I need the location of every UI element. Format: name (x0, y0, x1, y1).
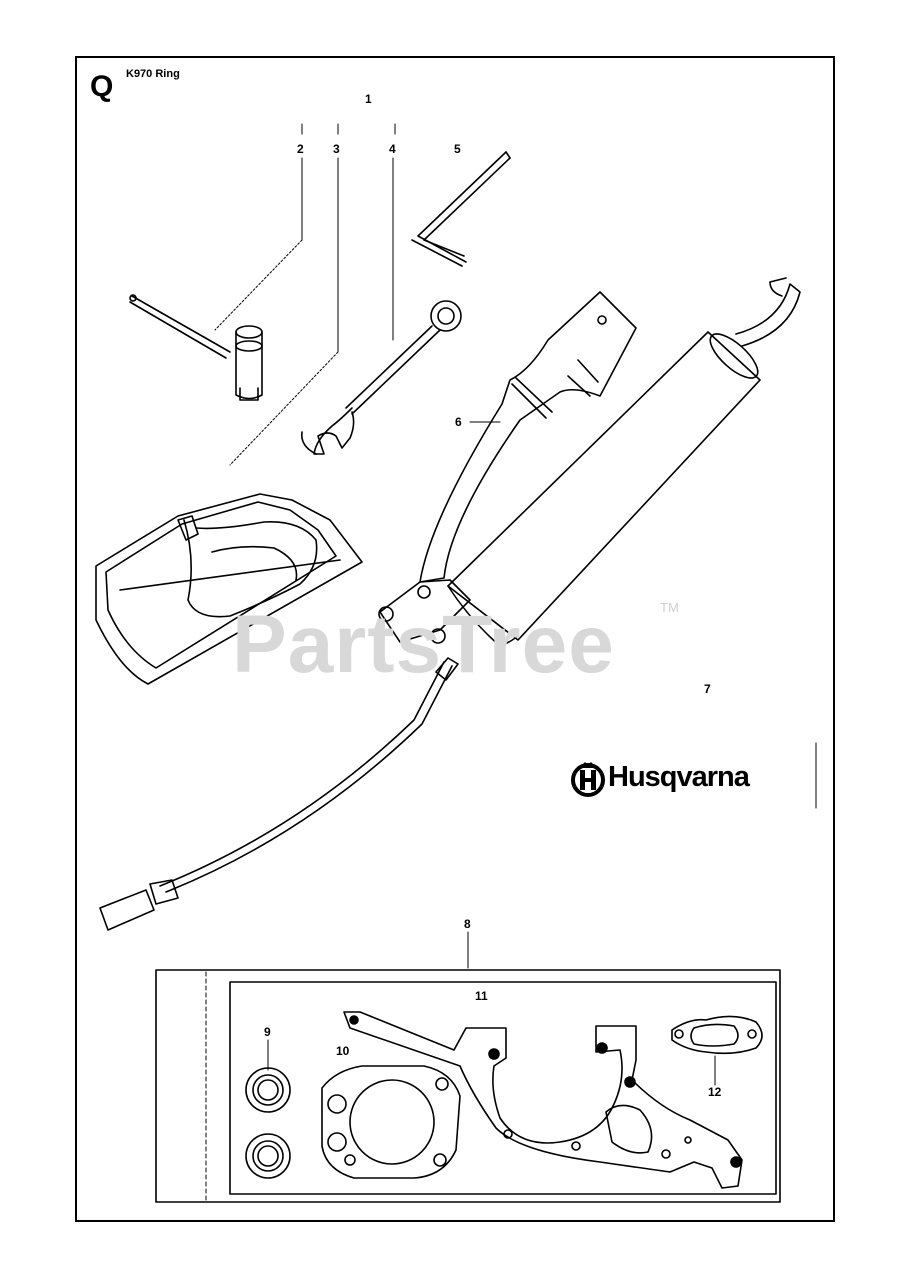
gasket-kit-box (155, 969, 781, 1203)
callout-5: 5 (454, 142, 461, 156)
husqvarna-crown-h-icon (571, 762, 605, 797)
callout-12: 12 (708, 1085, 722, 1099)
callout-2: 2 (297, 142, 304, 156)
crankcase-gasket (343, 1011, 743, 1189)
shaft-seals (245, 1067, 291, 1179)
brand-name: Husqvarna (608, 761, 750, 793)
callout-4: 4 (389, 142, 396, 156)
combination-spanner (300, 300, 462, 455)
callout-11: 11 (475, 989, 488, 1003)
callout-10: 10 (336, 1044, 350, 1058)
grease-gun-lever (378, 291, 637, 644)
callout-1: 1 (365, 92, 372, 106)
callout-3: 3 (333, 142, 340, 156)
section-letter: Q (90, 70, 114, 103)
callout-8: 8 (464, 917, 471, 931)
partstree-watermark: PartsTree (232, 599, 615, 690)
model-title: K970 Ring (126, 68, 180, 80)
socket-wrench (129, 294, 263, 401)
exhaust-gasket (671, 1015, 763, 1055)
cylinder-gasket (321, 1065, 461, 1179)
diagram-frame (75, 56, 835, 1222)
trademark-symbol: TM (660, 600, 679, 615)
hex-key (411, 151, 511, 267)
callout-9: 9 (264, 1025, 271, 1039)
grease-gun-barrel (99, 277, 801, 931)
callout-6: 6 (455, 415, 462, 429)
callout-7: 7 (704, 682, 711, 696)
tool-bag (95, 493, 363, 685)
leader-lines (214, 123, 817, 1086)
